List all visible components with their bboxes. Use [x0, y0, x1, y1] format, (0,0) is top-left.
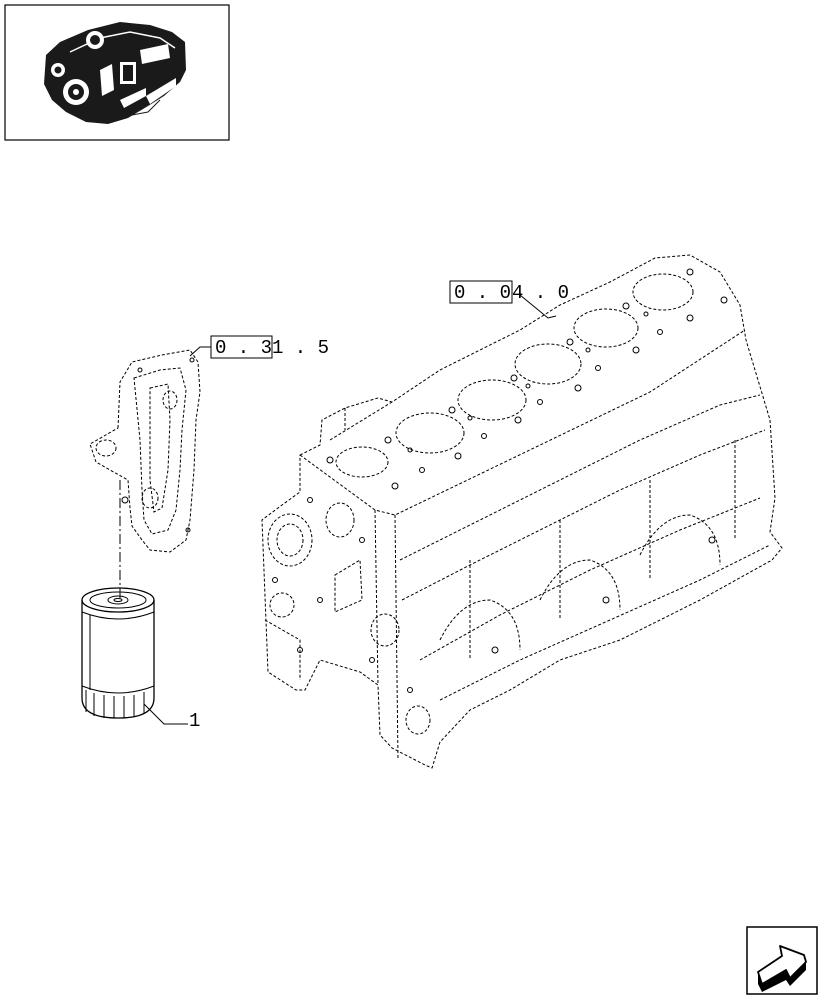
engine-block: [261, 254, 783, 769]
callout-oil-cooler[interactable]: 0 . 3 1 . 5: [189, 335, 329, 359]
engine-thumbnail-icon: [44, 22, 186, 124]
cylinder-bores: [335, 273, 694, 478]
callout-oil-filter-label: 1: [189, 710, 200, 732]
oil-cooler-housing: [89, 349, 201, 553]
oil-filter[interactable]: [81, 587, 155, 719]
callout-engine-block-boxed: 0 . 0: [454, 282, 511, 304]
next-page-button[interactable]: [746, 926, 818, 995]
engine-thumbnail[interactable]: [4, 4, 230, 141]
callout-oil-cooler-suffix: 1 . 5: [272, 337, 329, 359]
callout-engine-block-suffix: 4 . 0: [512, 282, 569, 304]
head-bolt-holes: [326, 268, 728, 490]
callout-oil-cooler-boxed: 0 . 3: [215, 337, 272, 359]
callout-engine-block[interactable]: 0 . 0 4 . 0: [449, 280, 569, 319]
next-page-arrow-icon: [757, 945, 807, 992]
callout-oil-filter[interactable]: 1: [143, 703, 200, 732]
